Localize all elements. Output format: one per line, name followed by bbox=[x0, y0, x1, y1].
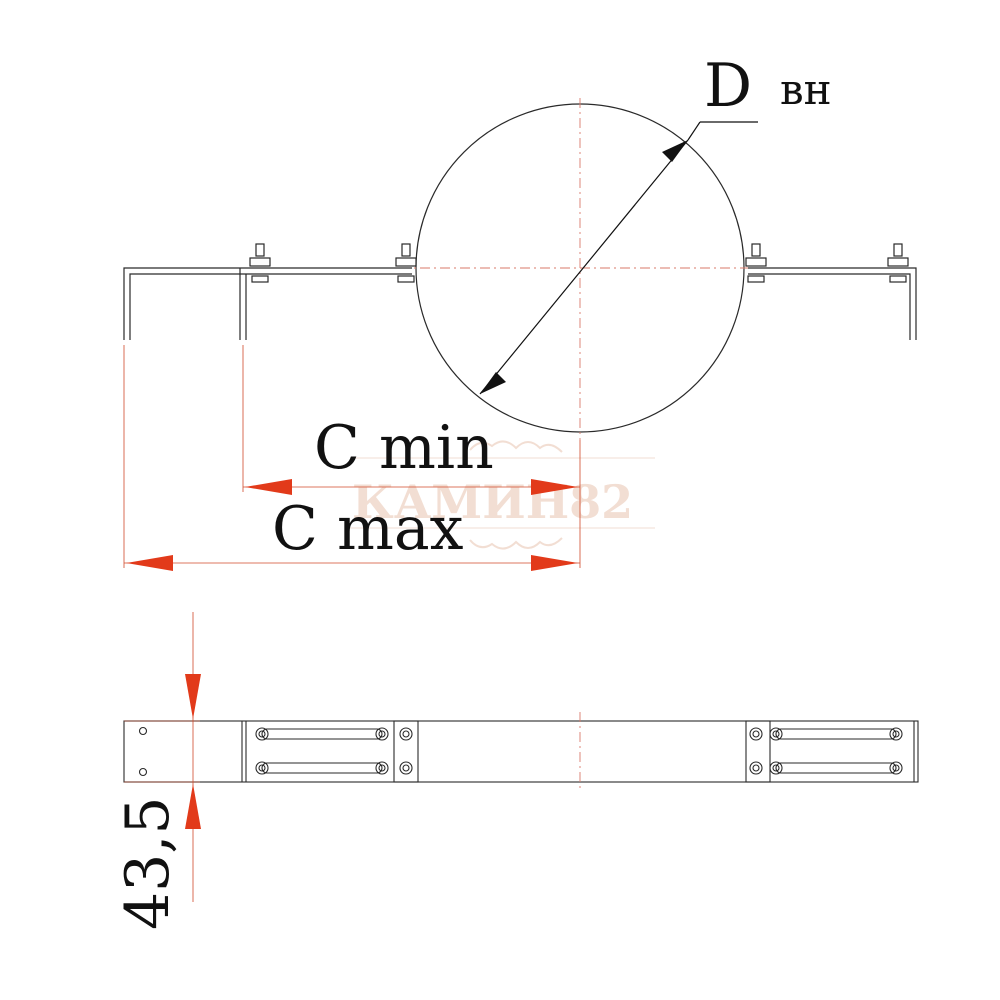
watermark-text: КАМИН82 bbox=[352, 475, 633, 529]
height-dimension bbox=[124, 612, 201, 902]
arrow-head bbox=[531, 479, 578, 495]
bolt-head bbox=[401, 243, 411, 257]
mount-hole bbox=[138, 726, 148, 736]
arrow-head bbox=[126, 555, 173, 571]
top-view bbox=[123, 98, 917, 440]
right-bracket bbox=[745, 243, 917, 340]
arrow-head bbox=[245, 479, 292, 495]
bolt-head bbox=[893, 243, 903, 257]
arrow-head bbox=[185, 784, 201, 829]
centerlines bbox=[400, 98, 770, 440]
c-dimensions bbox=[123, 345, 581, 571]
bolt-head bbox=[751, 243, 761, 257]
adjust-slot bbox=[261, 728, 383, 740]
bolt-nut bbox=[745, 257, 767, 267]
left-bracket bbox=[123, 243, 417, 340]
mount-hole bbox=[138, 767, 148, 777]
adjust-slot bbox=[775, 762, 897, 774]
adjust-slot bbox=[261, 762, 383, 774]
side-view bbox=[123, 712, 919, 792]
bolt-nut bbox=[249, 257, 271, 267]
bolt-head bbox=[255, 243, 265, 257]
bolt-nut bbox=[395, 257, 417, 267]
arrow-head bbox=[662, 140, 688, 162]
height-label: 43,5 bbox=[113, 796, 183, 930]
nuts bbox=[255, 727, 903, 775]
arrow-head bbox=[185, 674, 201, 719]
arrow-head bbox=[480, 372, 506, 394]
watermark: КАМИН82 bbox=[350, 440, 655, 550]
c-max-label: C max bbox=[272, 494, 464, 564]
c-min-label: C min bbox=[314, 413, 494, 483]
arrow-head bbox=[531, 555, 578, 571]
diameter-subscript: вн bbox=[780, 65, 832, 114]
bolt-nut bbox=[887, 257, 909, 267]
diameter-dimension bbox=[479, 121, 758, 395]
adjust-slot bbox=[775, 728, 897, 740]
strip-body bbox=[123, 720, 919, 783]
diameter-label: D bbox=[704, 51, 752, 121]
